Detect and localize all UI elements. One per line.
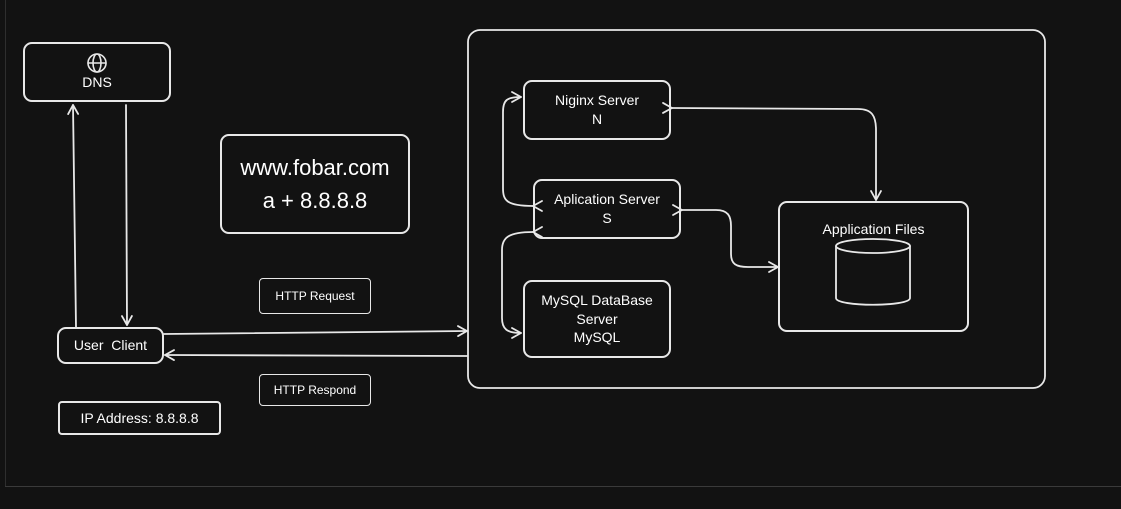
domain-record: a + 8.8.8.8 xyxy=(262,188,368,213)
arrow-client-to-dns xyxy=(67,104,80,328)
mysql-label-line2: Server xyxy=(576,310,618,327)
dns-label: DNS xyxy=(82,74,112,91)
application-files-label: Application Files xyxy=(822,221,925,237)
arrow-app-server-app-files xyxy=(672,204,779,273)
user-client-node[interactable]: User Client xyxy=(57,327,164,364)
domain-record-note[interactable]: www.fobar.com a + 8.8.8.8 xyxy=(220,134,410,234)
server-cluster-container xyxy=(467,29,1046,389)
http-request-label: HTTP Request xyxy=(259,278,371,314)
application-server-node[interactable]: Aplication Server S xyxy=(533,179,681,239)
canvas-left-edge xyxy=(5,0,6,487)
ip-address-node[interactable]: IP Address: 8.8.8.8 xyxy=(58,401,221,435)
http-respond-text: HTTP Respond xyxy=(273,382,357,397)
domain-name: www.fobar.com xyxy=(240,155,390,180)
ip-address-label: IP Address: 8.8.8.8 xyxy=(80,409,199,426)
arrow-http-respond xyxy=(164,349,468,361)
dns-node[interactable]: DNS xyxy=(23,42,171,102)
nginx-server-node[interactable]: Niginx Server N xyxy=(523,80,671,140)
arrow-nginx-app-files xyxy=(662,102,882,201)
http-respond-label: HTTP Respond xyxy=(259,374,371,406)
arrow-dns-to-client xyxy=(121,104,133,326)
database-cylinder-icon xyxy=(835,238,911,306)
mysql-label-line1: MySQL DataBase xyxy=(541,291,653,308)
mysql-label-line3: MySQL xyxy=(573,329,621,346)
globe-icon xyxy=(87,53,107,73)
application-files-node[interactable]: Application Files xyxy=(778,201,969,332)
http-request-text: HTTP Request xyxy=(275,288,355,303)
nginx-server-abbr: N xyxy=(591,111,603,127)
nginx-server-label: Niginx Server xyxy=(554,92,640,109)
application-server-abbr: S xyxy=(602,210,612,226)
arrow-http-request xyxy=(163,325,468,337)
mysql-server-node[interactable]: MySQL DataBase Server MySQL xyxy=(523,280,671,358)
user-client-label: User Client xyxy=(73,337,148,354)
arrow-nginx-app-server xyxy=(502,91,543,212)
application-server-label: Aplication Server xyxy=(554,191,660,208)
canvas-bottom-edge xyxy=(5,486,1121,487)
arrow-app-server-mysql xyxy=(501,226,543,339)
